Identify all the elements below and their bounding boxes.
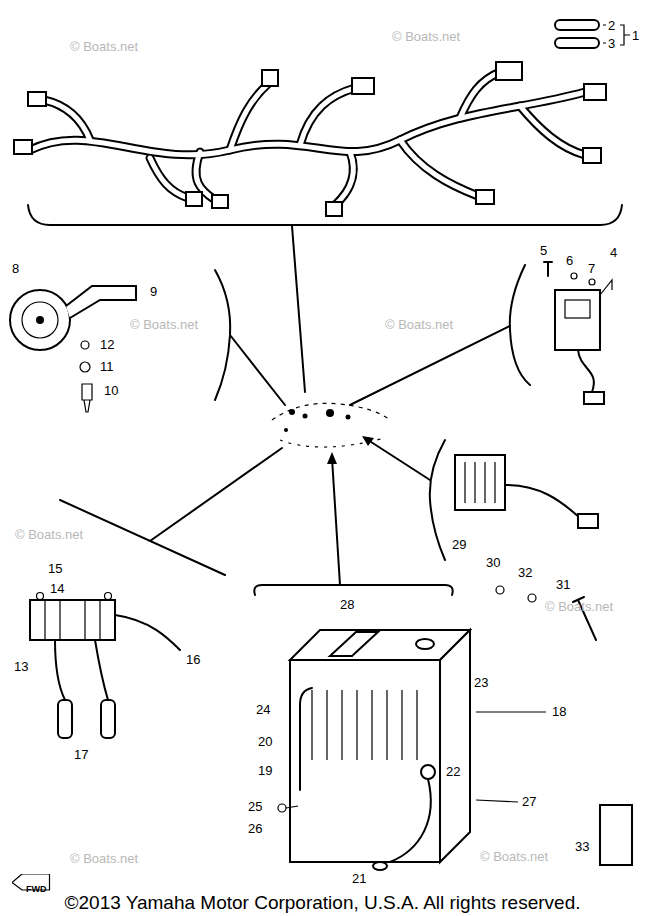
callout-number: 11 (100, 360, 114, 373)
callout-number: 23 (474, 676, 488, 689)
callout-number: 26 (248, 822, 262, 835)
callout-number: 12 (100, 338, 114, 351)
watermark: © Boats.net (130, 318, 198, 331)
direction-arrow: FWD (12, 874, 51, 891)
callout-number: 13 (14, 660, 28, 673)
wire-harness (14, 20, 630, 216)
callout-number: 16 (186, 653, 200, 666)
callout-number: 1 (632, 29, 639, 42)
callout-number: 10 (104, 384, 118, 397)
battery (278, 630, 632, 870)
callout-number: 27 (522, 795, 536, 808)
callout-number: 32 (518, 566, 532, 579)
callout-number: 8 (12, 262, 19, 275)
callout-number: 6 (566, 254, 573, 267)
horn (10, 286, 136, 412)
callout-number: 22 (446, 765, 460, 778)
callout-number: 17 (74, 748, 88, 761)
callout-number: 18 (552, 705, 566, 718)
callout-number: 28 (340, 598, 354, 611)
watermark: © Boats.net (15, 528, 83, 541)
callout-number: 20 (258, 735, 272, 748)
watermark: © Boats.net (385, 318, 453, 331)
watermark: © Boats.net (70, 40, 138, 53)
frame-sketch (272, 403, 390, 447)
callout-number: 9 (150, 285, 157, 298)
direction-text: FWD (26, 885, 47, 894)
watermark: © Boats.net (545, 600, 613, 613)
callout-number: 7 (588, 262, 595, 275)
flasher-relay (544, 262, 612, 404)
callout-number: 31 (556, 578, 570, 591)
watermark: © Boats.net (480, 850, 548, 863)
callout-number: 14 (50, 582, 64, 595)
copyright-caption: ©2013 Yamaha Motor Corporation, U.S.A. A… (0, 893, 645, 914)
callout-number: 3 (608, 37, 615, 50)
watermark: © Boats.net (392, 30, 460, 43)
callout-number: 24 (256, 703, 270, 716)
callout-number: 25 (248, 800, 262, 813)
callout-number: 21 (352, 872, 366, 885)
callout-number: 2 (608, 19, 615, 32)
ignition-coil (30, 593, 180, 739)
callout-number: 29 (452, 538, 466, 551)
callout-number: 4 (610, 246, 617, 259)
group-brackets (28, 205, 622, 595)
callout-number: 19 (258, 764, 272, 777)
callout-number: 15 (48, 562, 62, 575)
callout-number: 30 (486, 556, 500, 569)
callout-number: 5 (540, 244, 547, 257)
callout-number: 33 (575, 840, 589, 853)
watermark: © Boats.net (70, 852, 138, 865)
